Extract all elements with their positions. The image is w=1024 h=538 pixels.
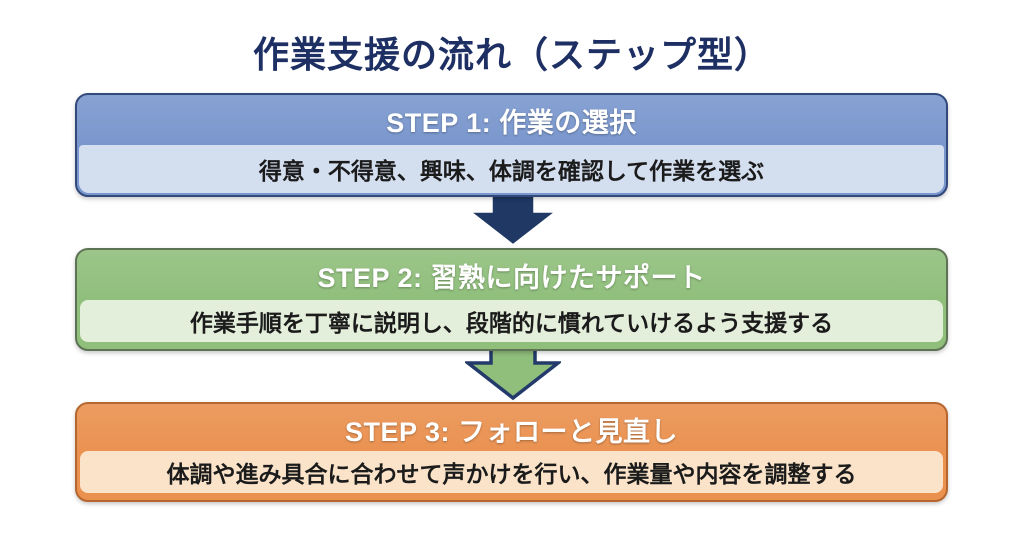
step-3-box: STEP 3: フォローと見直し 体調や進み具合に合わせて声かけを行い、作業量や… bbox=[75, 402, 948, 502]
down-arrow-icon bbox=[465, 193, 561, 249]
step-2-description: 作業手順を丁寧に説明し、段階的に慣れていけるよう支援する bbox=[80, 300, 943, 342]
down-arrow-icon bbox=[465, 345, 561, 401]
step-3-description: 体調や進み具合に合わせて声かけを行い、作業量や内容を調整する bbox=[80, 451, 943, 493]
step-2-box: STEP 2: 習熟に向けたサポート 作業手順を丁寧に説明し、段階的に慣れていけ… bbox=[75, 248, 948, 351]
step-1-description: 得意・不得意、興味、体調を確認して作業を選ぶ bbox=[79, 145, 944, 193]
step-3-header: STEP 3: フォローと見直し bbox=[77, 404, 946, 454]
step-2-header: STEP 2: 習熟に向けたサポート bbox=[77, 250, 946, 300]
step-1-header: STEP 1: 作業の選択 bbox=[77, 95, 946, 145]
page-title: 作業支援の流れ（ステップ型） bbox=[252, 34, 771, 75]
step-1-box: STEP 1: 作業の選択 得意・不得意、興味、体調を確認して作業を選ぶ bbox=[75, 93, 948, 197]
